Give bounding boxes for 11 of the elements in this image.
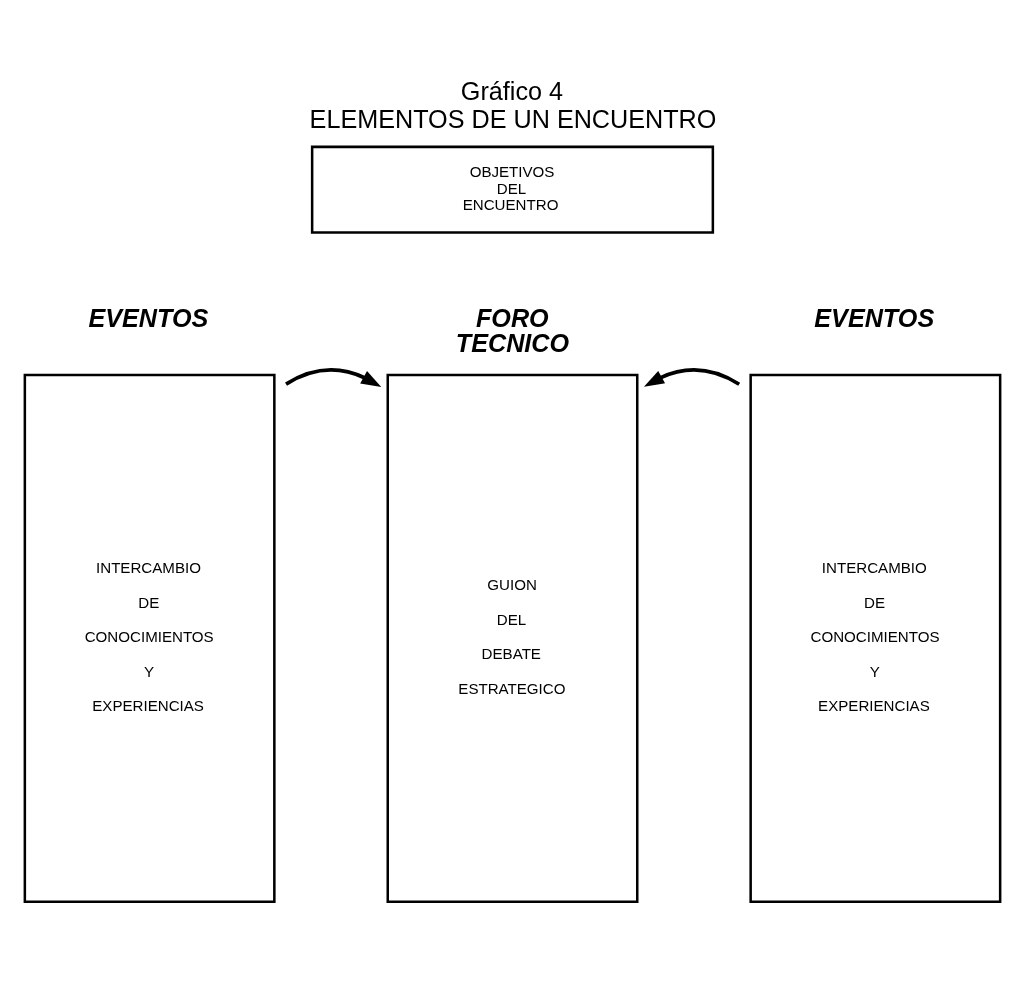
- node-label: FORO TECNICO: [455, 304, 570, 358]
- arrow: [643, 368, 741, 387]
- node-box: OBJETIVOS DEL ENCUENTRO: [310, 145, 715, 234]
- node-box: INTERCAMBIO DE CONOCIMIENTOS Y EXPERIENCIAS: [749, 373, 1002, 903]
- arrow: [285, 368, 382, 387]
- node-label: EVENTOS: [88, 304, 209, 333]
- node-box: INTERCAMBIO DE CONOCIMIENTOS Y EXPERIENCIAS: [23, 373, 276, 903]
- node-label: EVENTOS: [814, 304, 935, 333]
- node-box: GUION DEL DEBATE ESTRATEGICO: [386, 373, 639, 903]
- diagram-title: ELEMENTOS DE UN ENCUENTRO: [309, 104, 717, 133]
- label: Gráfico 4: [460, 77, 564, 106]
